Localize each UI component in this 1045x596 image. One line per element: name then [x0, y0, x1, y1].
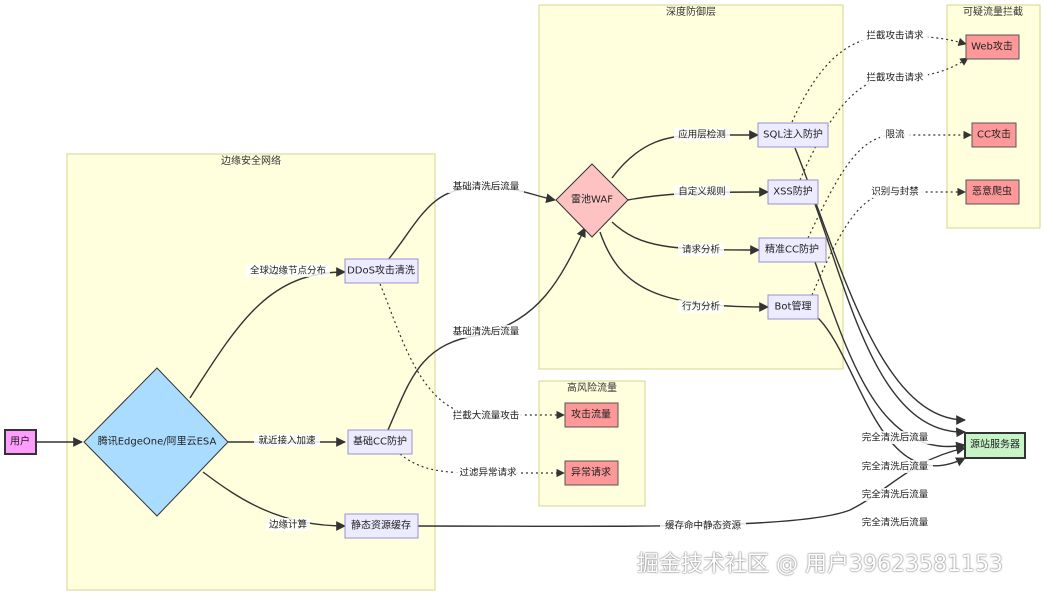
node-basic-cc[interactable]: 基础CC防护 [347, 429, 413, 455]
cluster-highrisk-title: 高风险流量 [567, 381, 617, 394]
label-basecc-abnormal: 过滤异常请求 [459, 467, 517, 479]
label-xss-web: 拦截攻击请求 [866, 72, 924, 84]
node-sql-protection[interactable]: SQL注入防护 [757, 122, 829, 148]
svg-text:CC攻击: CC攻击 [977, 128, 1011, 141]
label-xss-origin: 完全清洗后流量 [862, 461, 929, 473]
edge-precisecc-origin [814, 261, 966, 452]
label-precisecc-origin: 完全清洗后流量 [862, 489, 929, 501]
edge-sql-web [791, 35, 967, 123]
svg-text:雷池WAF: 雷池WAF [571, 193, 613, 206]
svg-text:恶意爬虫: 恶意爬虫 [972, 185, 1012, 198]
node-xss-protection[interactable]: XSS防护 [767, 179, 819, 205]
label-ddos-attack: 拦截大流量攻击 [453, 410, 520, 422]
svg-text:SQL注入防护: SQL注入防护 [763, 128, 823, 141]
cluster-suspicious-title: 可疑流量拦截 [963, 5, 1023, 18]
edge-cdn-static [202, 471, 346, 531]
edge-bot-origin [817, 317, 966, 467]
svg-text:基础CC防护: 基础CC防护 [353, 435, 407, 448]
edge-basecc-abnormal [399, 453, 565, 478]
cluster-edge-title: 边缘安全网络 [221, 154, 281, 167]
label-cdn-basecc: 就近接入加速 [258, 435, 316, 447]
svg-text:DDoS攻击清洗: DDoS攻击清洗 [347, 264, 415, 277]
label-sql-web: 拦截攻击请求 [866, 30, 924, 42]
node-static-cache[interactable]: 静态资源缓存 [344, 513, 419, 539]
label-bot-crawler: 识别与封禁 [871, 186, 919, 198]
node-abnormal-request[interactable]: 异常请求 [564, 460, 619, 486]
svg-text:腾讯EdgeOne/阿里云ESA: 腾讯EdgeOne/阿里云ESA [98, 435, 217, 448]
label-waf-xss: 自定义规则 [678, 186, 726, 198]
edge-xss-origin [814, 203, 966, 438]
edge-xss-web [799, 57, 969, 181]
edge-waf-precisecc [611, 221, 760, 255]
label-bot-origin: 完全清洗后流量 [862, 517, 929, 529]
svg-text:攻击流量: 攻击流量 [571, 408, 611, 421]
label-waf-bot: 行为分析 [682, 301, 721, 313]
label-sql-origin: 完全清洗后流量 [862, 432, 929, 444]
node-user[interactable]: 用户 [4, 429, 37, 455]
edge-ddos-attack [379, 283, 565, 420]
edge-waf-bot [599, 231, 769, 312]
node-web-attack[interactable]: Web攻击 [965, 34, 1020, 60]
node-malicious-crawler[interactable]: 恶意爬虫 [965, 179, 1020, 205]
cluster-high-risk: 高风险流量 [538, 380, 646, 507]
label-waf-sql: 应用层检测 [678, 129, 726, 141]
node-cc-attack[interactable]: CC攻击 [971, 122, 1017, 148]
label-precisecc-ccatk: 限流 [885, 129, 905, 141]
label-static-origin: 缓存命中静态资源 [665, 520, 742, 532]
label-basecc-waf: 基础清洗后流量 [453, 326, 520, 338]
svg-text:静态资源缓存: 静态资源缓存 [351, 519, 411, 532]
svg-text:Bot管理: Bot管理 [775, 300, 812, 313]
label-waf-precisecc: 请求分析 [682, 244, 721, 256]
node-ddos-cleaning[interactable]: DDoS攻击清洗 [344, 258, 419, 284]
edge-labels: 全球边缘节点分布 就近接入加速 边缘计算 基础清洗后流量 基础清洗后流量 拦截大… [246, 29, 933, 532]
cluster-edge-security: 边缘安全网络 [66, 153, 436, 591]
label-ddos-waf: 基础清洗后流量 [453, 181, 520, 193]
node-origin-server[interactable]: 源站服务器 [964, 432, 1026, 459]
node-cdn-decision[interactable]: 腾讯EdgeOne/阿里云ESA [83, 367, 229, 517]
label-cdn-ddos: 全球边缘节点分布 [250, 265, 326, 277]
svg-text:精准CC防护: 精准CC防护 [765, 243, 819, 256]
svg-text:XSS防护: XSS防护 [773, 185, 813, 198]
svg-text:异常请求: 异常请求 [571, 466, 611, 479]
edge-bot-crawler [811, 187, 966, 296]
cluster-deep-title: 深度防御层 [666, 5, 716, 18]
node-precise-cc[interactable]: 精准CC防护 [758, 237, 827, 263]
node-bot-management[interactable]: Bot管理 [767, 294, 819, 320]
svg-text:Web攻击: Web攻击 [971, 40, 1013, 53]
node-attack-traffic[interactable]: 攻击流量 [564, 402, 619, 428]
node-waf[interactable]: 雷池WAF [555, 163, 629, 238]
label-cdn-static: 边缘计算 [269, 519, 307, 531]
svg-text:用户: 用户 [10, 435, 30, 448]
edge-static-origin [417, 445, 966, 528]
svg-text:源站服务器: 源站服务器 [970, 438, 1020, 451]
watermark: 掘金技术社区 @ 用户39623581153 [637, 552, 1003, 577]
